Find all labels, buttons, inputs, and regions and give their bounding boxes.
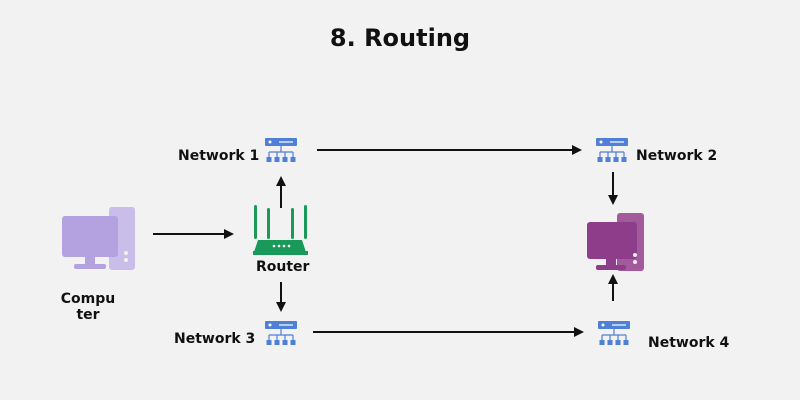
network2-switch-icon	[596, 138, 628, 162]
router-icon	[253, 205, 308, 255]
network4-switch-icon	[598, 321, 630, 345]
network3-switch-icon	[265, 321, 297, 345]
network1-switch-icon	[265, 138, 297, 162]
router-label: Router	[256, 259, 310, 275]
network3-label: Network 3	[174, 331, 256, 347]
diagram-title: 8. Routing	[329, 24, 471, 52]
computer-label-line-1: Compu	[60, 291, 116, 307]
network1-label: Network 1	[178, 148, 260, 164]
computer-icon	[62, 207, 135, 270]
destination-computer-icon	[587, 213, 644, 271]
network4-label: Network 4	[648, 335, 730, 351]
computer-label: Compu ter	[58, 291, 118, 323]
computer-label-line-2: ter	[76, 307, 100, 323]
network2-label: Network 2	[636, 148, 718, 164]
